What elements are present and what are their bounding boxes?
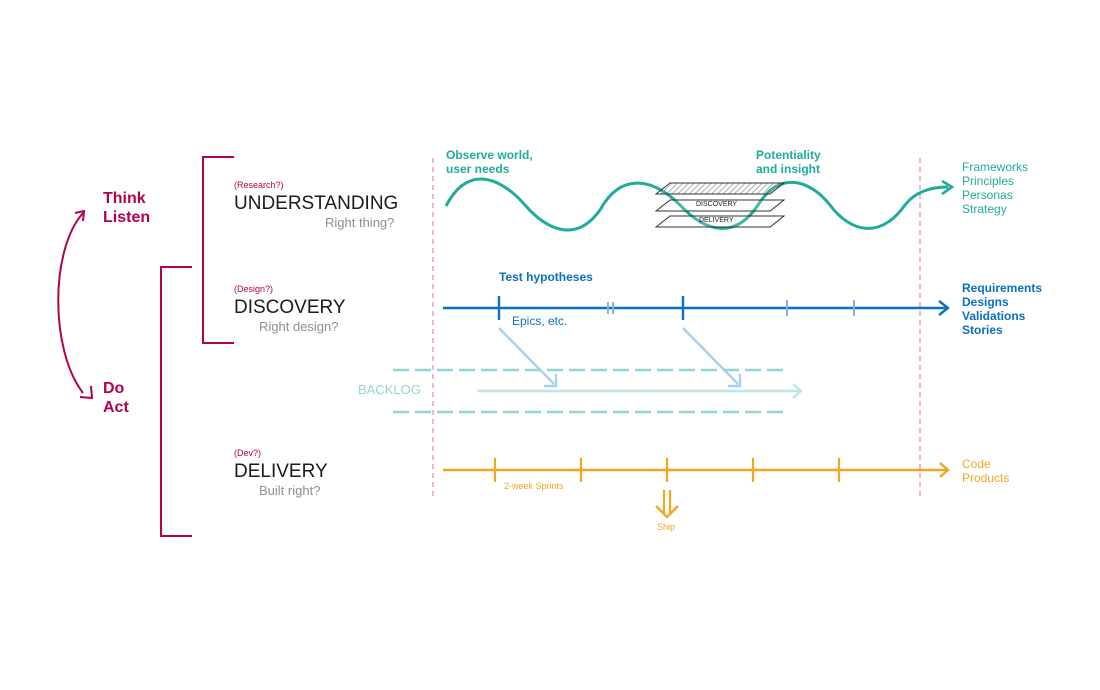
- feed-arrow-1: [498, 327, 555, 385]
- feed-arrowhead-2-icon: [728, 374, 742, 388]
- discovery-title: DISCOVERY: [234, 297, 346, 318]
- feed-arrow-2: [682, 327, 739, 385]
- delivery-outputs: Code Products: [962, 457, 1009, 485]
- discovery-question: Right design?: [259, 319, 339, 334]
- stack-layers: [654, 182, 786, 228]
- stack-discovery-label: DISCOVERY: [696, 201, 738, 208]
- act-label: Act: [103, 399, 129, 416]
- output-item: Designs: [962, 295, 1009, 309]
- cycle-arc: [57, 212, 84, 394]
- observe-world-line2: user needs: [446, 162, 510, 176]
- understanding-outputs: Frameworks Principles Personas Strategy: [962, 160, 1028, 216]
- epics-label: Epics, etc.: [512, 314, 568, 328]
- listen-label: Listen: [103, 209, 151, 226]
- output-item: Requirements: [962, 281, 1043, 295]
- cycle-arrowhead-up-icon: [74, 209, 86, 222]
- stack-layer-hatched: [654, 182, 786, 195]
- observe-world-label: Observe world, user needs: [446, 148, 533, 176]
- understanding-tag: (Research?): [234, 180, 284, 190]
- think-listen-label: Think Listen: [103, 189, 150, 227]
- output-item: Personas: [962, 188, 1013, 202]
- output-item: Frameworks: [962, 160, 1029, 174]
- think-label: Think: [103, 190, 146, 207]
- delivery-arrowhead-icon: [939, 462, 950, 478]
- observe-world-line1: Observe world,: [446, 148, 533, 162]
- understanding-title: UNDERSTANDING: [234, 193, 399, 214]
- discovery-outputs: Requirements Designs Validations Stories: [962, 281, 1042, 337]
- stack-layer-delivery: [654, 215, 786, 228]
- discovery-tag: (Design?): [234, 284, 274, 294]
- test-hypotheses-label: Test hypotheses: [499, 270, 593, 284]
- stack-layer-discovery: [654, 199, 786, 212]
- backlog-arrowhead-icon: [792, 383, 803, 399]
- output-item: Validations: [962, 309, 1026, 323]
- delivery-tag: (Dev?): [234, 448, 262, 458]
- potentiality-line1: Potentiality: [756, 148, 821, 162]
- potentiality-line2: and insight: [756, 162, 820, 176]
- delivery-question: Built right?: [259, 483, 321, 498]
- do-bracket: [160, 266, 192, 537]
- feed-arrowhead-1-icon: [544, 374, 558, 388]
- potentiality-label: Potentiality and insight: [756, 148, 821, 176]
- delivery-title: DELIVERY: [234, 461, 328, 482]
- output-item: Principles: [962, 174, 1015, 188]
- do-act-label: Do Act: [103, 379, 129, 417]
- backlog-label: BACKLOG: [358, 382, 421, 397]
- ship-arrow-icon: [655, 490, 679, 519]
- ship-label: Ship: [657, 522, 676, 532]
- discovery-arrowhead-icon: [938, 300, 950, 316]
- output-item: Products: [962, 471, 1010, 485]
- do-label: Do: [103, 380, 125, 397]
- output-item: Strategy: [962, 202, 1007, 216]
- understanding-arrowhead-icon: [941, 179, 955, 196]
- think-bracket: [202, 156, 234, 344]
- sprint-label: 2-week Sprints: [504, 481, 564, 491]
- output-item: Stories: [962, 323, 1003, 337]
- cycle-arrowhead-down-icon: [79, 385, 94, 400]
- understanding-question: Right thing?: [325, 215, 395, 230]
- understanding-wave: [444, 177, 949, 232]
- output-item: Code: [962, 457, 991, 471]
- stack-delivery-label: DELIVERY: [699, 217, 734, 224]
